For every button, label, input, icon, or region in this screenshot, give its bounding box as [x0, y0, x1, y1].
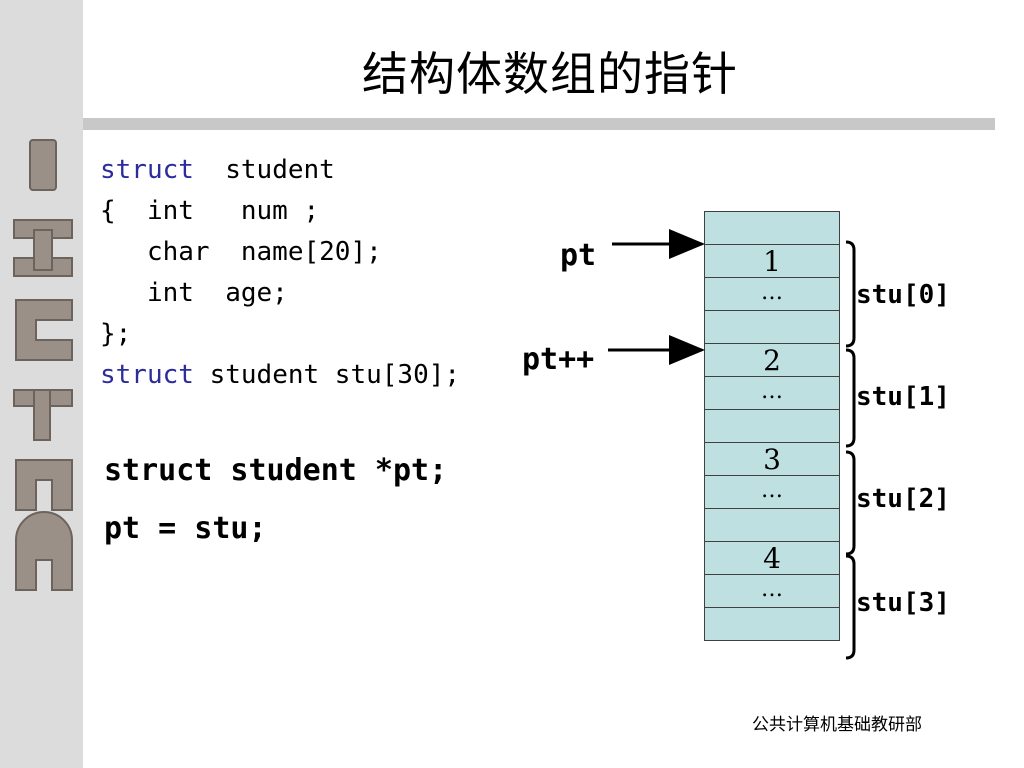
pointer-declaration-code: struct student *pt; pt = stu;: [104, 442, 447, 558]
title-divider: [83, 118, 995, 130]
code-line-5: };: [100, 319, 132, 349]
pointer-pt-label: pt: [560, 238, 597, 273]
memory-cell: 4: [704, 541, 840, 575]
sidebar: [0, 0, 83, 768]
code-line-3: char name[20];: [100, 237, 382, 267]
memory-array: 1 … 2 … 3 … 4 …: [704, 211, 840, 641]
label-stu3: stu[3]: [856, 588, 950, 618]
memory-cell: [704, 607, 840, 641]
label-stu1: stu[1]: [856, 382, 950, 412]
pointer-pt-next-label: pt++: [522, 342, 595, 377]
label-stu2: stu[2]: [856, 484, 950, 514]
code-line-6: student stu[30];: [193, 360, 461, 390]
code-line-4: int age;: [100, 278, 288, 308]
memory-cell: …: [704, 376, 840, 410]
keyword-struct-2: struct: [100, 360, 194, 390]
memory-cell: [704, 211, 840, 245]
code-line-2: { int num ;: [100, 196, 320, 226]
brace-stu3: [845, 554, 856, 660]
keyword-struct: struct: [100, 155, 194, 185]
code2-line-2: pt = stu;: [104, 511, 267, 546]
brace-stu0: [845, 240, 856, 348]
code-line-1: student: [193, 155, 335, 185]
memory-cell: …: [704, 277, 840, 311]
code2-line-1: struct student *pt;: [104, 453, 448, 488]
brace-stu1: [845, 348, 856, 448]
page-title: 结构体数组的指针: [362, 47, 738, 101]
footer-department: 公共计算机基础教研部: [752, 715, 922, 735]
c-language-logo: [13, 139, 73, 591]
struct-definition-code: struct student { int num ; char name[20]…: [100, 150, 460, 396]
label-stu0: stu[0]: [856, 280, 950, 310]
brace-stu2: [845, 450, 856, 556]
memory-cell: 3: [704, 442, 840, 476]
